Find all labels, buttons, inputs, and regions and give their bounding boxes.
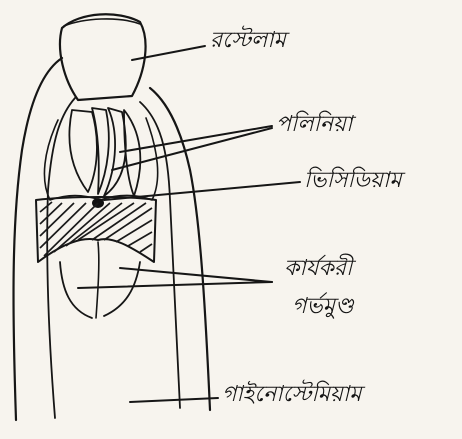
stigma-hatching [40,202,152,256]
leader-viscidium [104,182,300,200]
label-viscidium: ভিসিডিয়াম [304,170,402,192]
label-rostellum: রস্টেলাম [210,30,286,52]
label-gynostemium: গাইনোস্টেমিয়াম [222,384,361,406]
stigma-center-line [96,242,99,318]
pollinium-left [69,110,97,192]
label-fertile-line1: কার্যকরী [284,258,352,280]
label-pollinium: পলিনিয়া [276,114,352,136]
leader-fertile-a [120,268,272,282]
stigma-lobe-left [60,262,92,318]
pollinium-center-left [92,108,109,194]
leader-gynostemium [130,398,218,402]
leader-rostellum [132,46,205,60]
label-fertile-line2: গর্ভমুণ্ড [292,296,354,318]
pollinium-right [124,110,140,196]
rostellum-shape [60,14,146,100]
